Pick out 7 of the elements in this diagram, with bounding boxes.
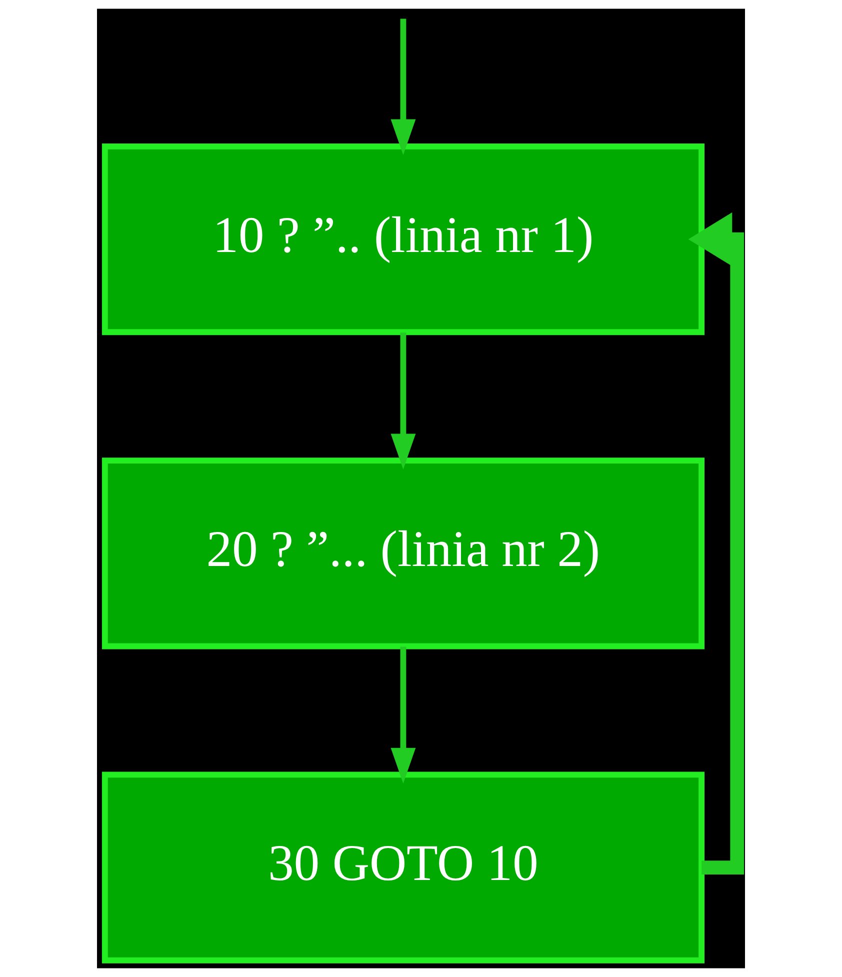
arrow: [390, 18, 416, 155]
node-box: 10 ? ”.. (linia nr 1): [102, 143, 704, 336]
node-box: 30 GOTO 10: [102, 772, 704, 964]
node-box: 20 ? ”... (linia nr 2): [102, 458, 704, 650]
arrow: [688, 212, 744, 874]
arrow: [390, 332, 416, 470]
arrow: [390, 646, 416, 784]
